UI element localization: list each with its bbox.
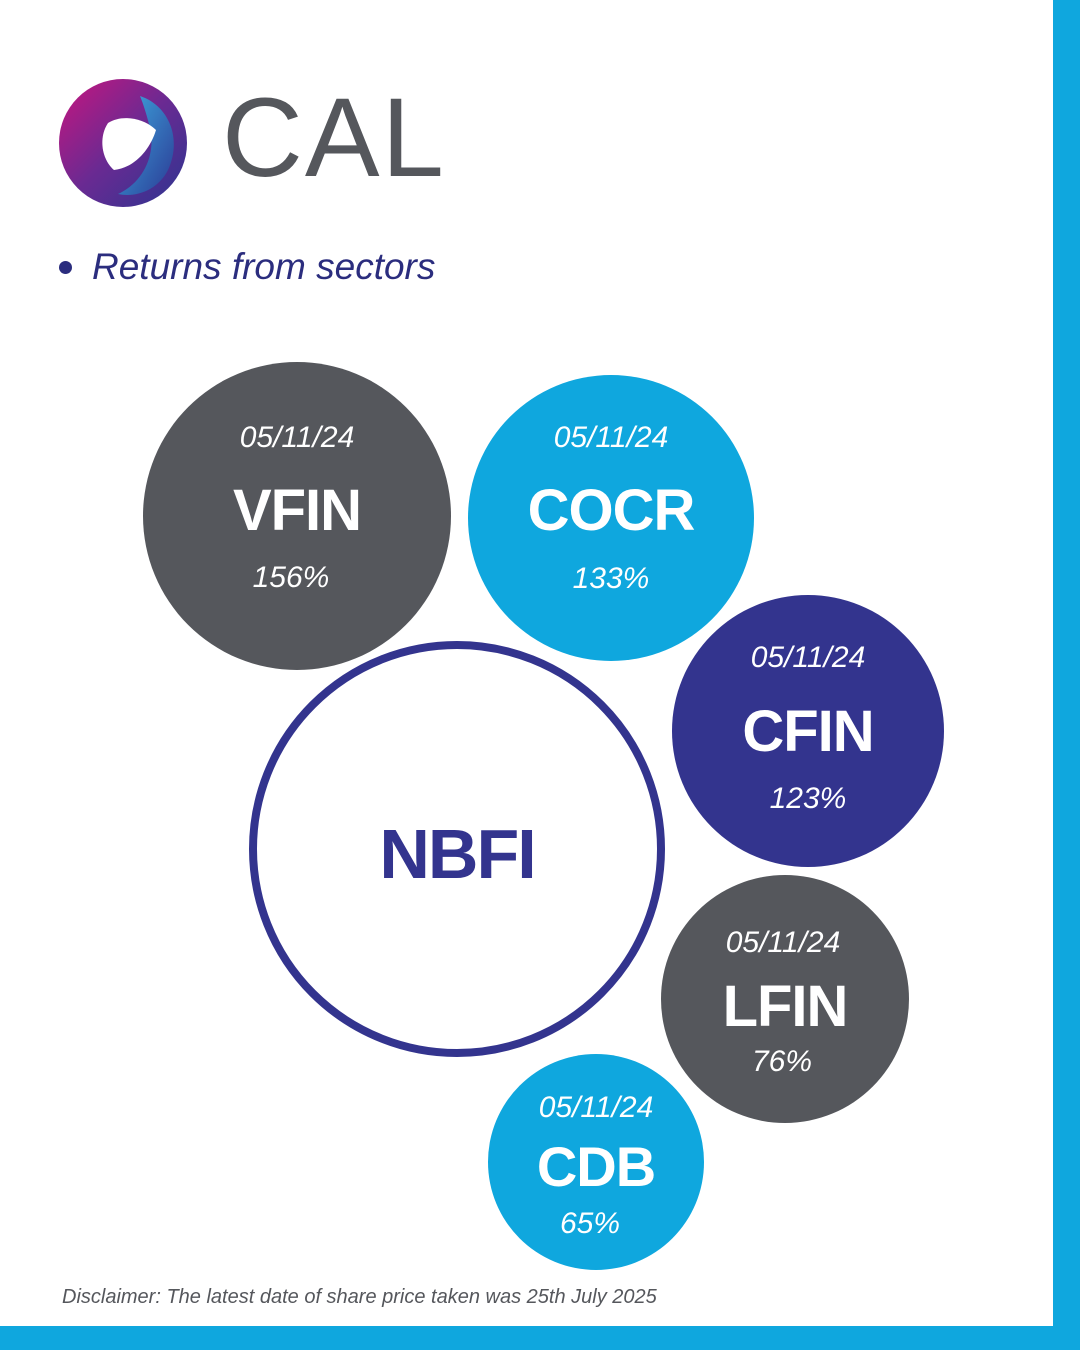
bottom-border <box>0 1326 1080 1350</box>
bubble-return: 65% <box>559 1207 621 1240</box>
bubble-return: 156% <box>252 561 330 594</box>
bubble-ticker: COCR <box>527 478 696 543</box>
bubble-cdb: 05/11/24 CDB 65% <box>488 1054 704 1270</box>
bubble-return: 123% <box>769 782 847 815</box>
bubble-cocr: 05/11/24 COCR 133% <box>468 375 754 661</box>
bubble-date: 05/11/24 <box>239 421 355 454</box>
section-heading: Returns from sectors <box>92 246 436 287</box>
bubble-date: 05/11/24 <box>553 421 669 454</box>
bubble-date: 05/11/24 <box>538 1091 654 1124</box>
bubble-date: 05/11/24 <box>750 641 866 674</box>
bubble-ticker: VFIN <box>232 478 362 543</box>
bubble-date: 05/11/24 <box>725 926 841 959</box>
bubble-return: 133% <box>572 562 650 595</box>
nbfi-label: NBFI <box>379 815 536 893</box>
bubble-ticker: CFIN <box>742 699 874 764</box>
bubble-ticker: CDB <box>536 1135 656 1198</box>
cal-logo-icon <box>59 79 187 207</box>
right-border <box>1053 0 1080 1350</box>
bubble-vfin: 05/11/24 VFIN 156% <box>143 362 451 670</box>
bullet-dot <box>59 261 72 274</box>
disclaimer: Disclaimer: The latest date of share pri… <box>62 1286 657 1308</box>
bubble-ticker: LFIN <box>722 974 849 1039</box>
brand-name: CAL <box>222 75 446 200</box>
bubble-lfin: 05/11/24 LFIN 76% <box>661 875 909 1123</box>
bubble-cfin: 05/11/24 CFIN 123% <box>672 595 944 867</box>
nbfi-circle: NBFI <box>249 641 665 1057</box>
bubble-return: 76% <box>751 1045 813 1078</box>
